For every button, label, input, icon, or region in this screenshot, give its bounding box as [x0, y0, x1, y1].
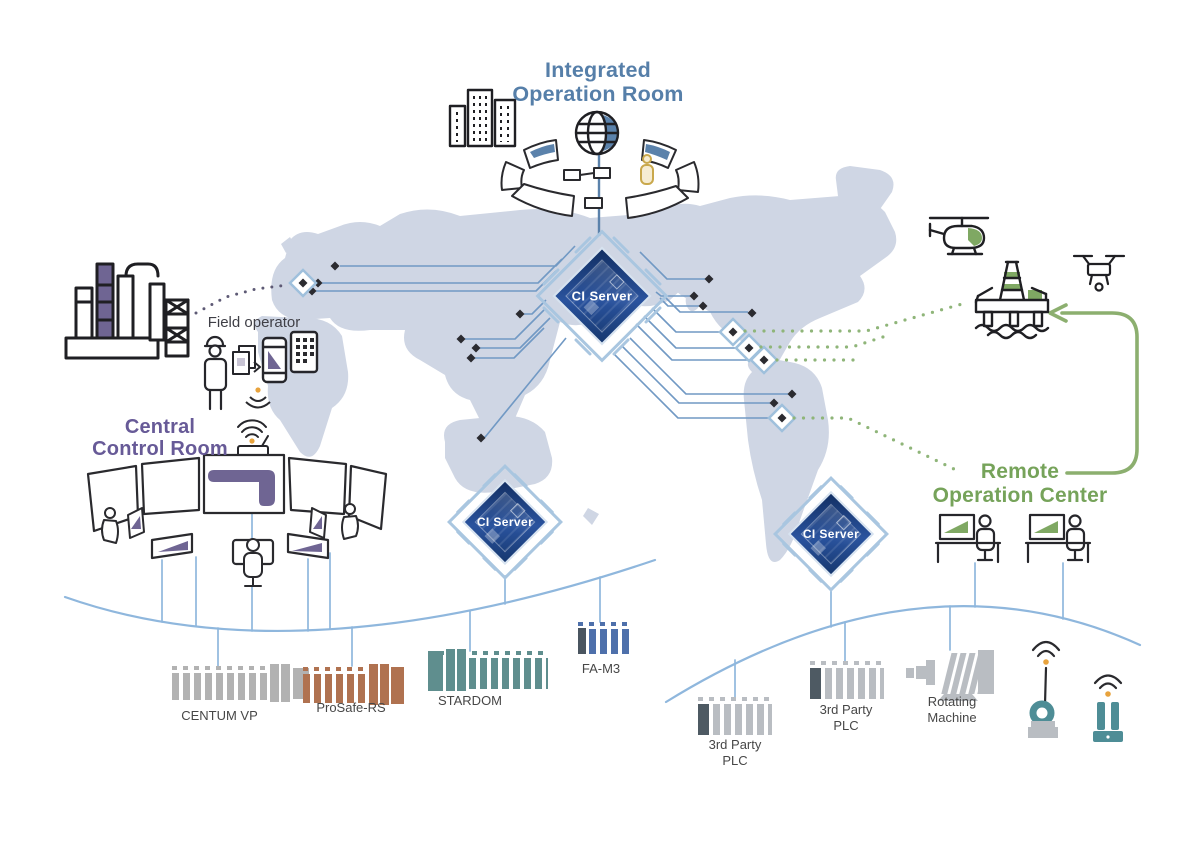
- central-control-room-title: Central Control Room: [70, 416, 250, 461]
- smartphone-icon: [261, 336, 288, 384]
- remote-arrow-line: [1048, 303, 1139, 475]
- documents-icon: [232, 345, 261, 375]
- left-bus-arc: [63, 558, 657, 633]
- device-label-third-party-plc-1: 3rd Party PLC: [708, 737, 762, 769]
- green-dotted-links: [743, 302, 964, 472]
- title-line-2: Operation Center: [932, 483, 1108, 507]
- device-label-prosafe-rs: ProSafe-RS: [316, 700, 386, 715]
- globe-icon: [574, 110, 620, 156]
- device-label-rotating-machine: Rotating Machine: [927, 694, 977, 726]
- field-operator-label: Field operator: [207, 314, 301, 331]
- purple-dotted-link: [194, 283, 290, 315]
- operator-desk-icon: [1024, 513, 1092, 564]
- person-icon: [640, 154, 654, 185]
- device-label-fa-m3: FA-M3: [581, 661, 621, 676]
- centum-vp-rack-icon: [172, 664, 309, 702]
- fa-m3-rack-icon: [578, 622, 630, 654]
- integrated-operation-room-title: Integrated Operation Room: [448, 58, 748, 106]
- prosafe-rs-rack-icon: [303, 664, 404, 705]
- wireless-transmitter-icon: [1093, 674, 1123, 742]
- arrow-icon: [1048, 303, 1068, 323]
- ci-server-label: CI Server: [476, 515, 534, 529]
- device-label-stardom: STARDOM: [437, 693, 503, 708]
- city-buildings-icon: [448, 88, 517, 148]
- field-operator-icon: [203, 335, 228, 411]
- title-line-1: Central: [124, 416, 196, 438]
- wifi-signal-icon: [245, 387, 271, 409]
- title-line-2: Control Room: [92, 438, 228, 461]
- title-line-2: Operation Room: [512, 82, 684, 107]
- drone-icon: [1072, 254, 1126, 292]
- title-line-1: Remote: [980, 460, 1060, 483]
- stardom-rack-icon: [428, 649, 548, 691]
- rotating-machine-icon: [906, 650, 994, 701]
- third-party-plc-rack-icon: [810, 661, 884, 699]
- video-wall-icon: [86, 453, 388, 566]
- network-bus-lines: [63, 461, 1142, 704]
- third-party-plc-rack-icon: [698, 697, 772, 735]
- plant-icon: [64, 262, 190, 360]
- wireless-transmitter-icon: [1028, 640, 1061, 738]
- device-label-third-party-plc-2: 3rd Party PLC: [819, 702, 873, 734]
- server-traces: [316, 155, 788, 439]
- oil-rig-icon: [974, 260, 1050, 340]
- operation-ring-icon: [500, 139, 700, 219]
- helicopter-icon: [928, 216, 990, 256]
- ci-server-label: CI Server: [571, 288, 633, 304]
- right-bus-arc: [664, 604, 1142, 704]
- tablet-icon: [289, 330, 319, 374]
- device-label-centum-vp: CENTUM VP: [181, 708, 258, 723]
- remote-operation-center-title: Remote Operation Center: [928, 460, 1112, 507]
- operator-desk-icon: [934, 513, 1002, 564]
- ci-server-label: CI Server: [802, 527, 860, 541]
- title-line-1: Integrated: [545, 58, 651, 82]
- control-room-operators: [101, 503, 359, 587]
